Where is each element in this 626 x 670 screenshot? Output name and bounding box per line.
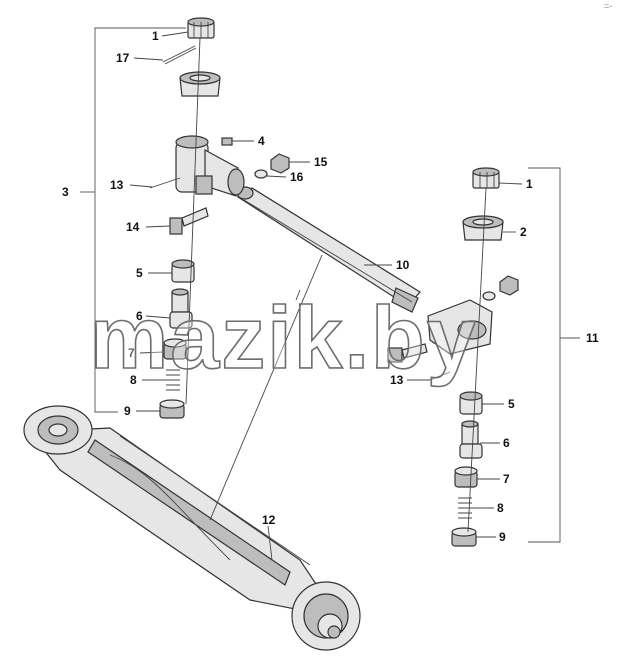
- callout-13-right: 13: [390, 373, 404, 387]
- guide-line: [209, 254, 323, 521]
- callout-9-left: 9: [124, 404, 131, 418]
- callout-14: 14: [126, 220, 140, 234]
- callout-6-left: 6: [136, 309, 143, 323]
- callout-7-left: 7: [128, 346, 135, 360]
- spring-icon: [458, 497, 472, 519]
- right-assembly: [387, 167, 519, 547]
- seal-icon: [163, 338, 187, 360]
- bushing-icon: [459, 391, 483, 415]
- pin-icon: [429, 371, 451, 381]
- callout-labels: 1 17 4 15 13 16 14 5 10 6 7 8 9 1 2 13 5…: [110, 29, 533, 544]
- axle-beam-12: [23, 405, 361, 651]
- plug-icon: [159, 399, 185, 419]
- callout-15: 15: [314, 155, 328, 169]
- callout-10: 10: [396, 258, 410, 272]
- kingpin-icon: [459, 420, 483, 459]
- callout-16: 16: [290, 170, 304, 184]
- seal-icon: [454, 466, 478, 488]
- callout-7-right: 7: [503, 472, 510, 486]
- castle-nut-icon: [472, 167, 500, 189]
- grease-nipple-icon: [221, 137, 233, 146]
- group-label-left: 3: [62, 185, 69, 199]
- watermark-text: mazik.by: [90, 288, 478, 387]
- plug-icon: [451, 527, 477, 547]
- knuckle-housing-icon: [175, 135, 245, 197]
- spring-icon: [166, 369, 180, 391]
- callout-12: 12: [262, 513, 276, 527]
- callout-5-right: 5: [508, 397, 515, 411]
- callout-17: 17: [116, 51, 130, 65]
- callout-13-left: 13: [110, 178, 124, 192]
- callout-8-right: 8: [497, 501, 504, 515]
- bolt-icon: [169, 207, 209, 235]
- group-label-right: 11: [586, 331, 599, 345]
- bracket-right-group: 11: [528, 167, 599, 543]
- washer-icon: [482, 291, 496, 301]
- washer-icon: [254, 169, 268, 179]
- bearing-cup-icon: [179, 71, 221, 97]
- callout-9-right: 9: [499, 530, 506, 544]
- bracket-left-group: 3: [62, 27, 186, 413]
- guide-line: [295, 289, 301, 301]
- left-assembly: [149, 17, 290, 419]
- callout-2: 2: [520, 225, 527, 239]
- callout-4: 4: [258, 134, 265, 148]
- callout-1-left: 1: [152, 29, 159, 43]
- corner-mark: =-: [604, 1, 612, 11]
- kingpin-icon: [169, 288, 193, 329]
- cotter-pin-icon: [162, 45, 197, 65]
- callout-6-right: 6: [503, 436, 510, 450]
- hex-nut-icon: [499, 275, 519, 296]
- bolt-icon: [387, 343, 428, 363]
- leader-lines: [129, 31, 523, 561]
- callout-5-left: 5: [136, 266, 143, 280]
- pin-icon: [149, 177, 181, 189]
- callout-8-left: 8: [130, 373, 137, 387]
- hex-nut-icon: [270, 153, 290, 174]
- castle-nut-icon: [187, 17, 215, 39]
- callout-1-right: 1: [526, 177, 533, 191]
- bearing-cup-icon: [462, 215, 504, 241]
